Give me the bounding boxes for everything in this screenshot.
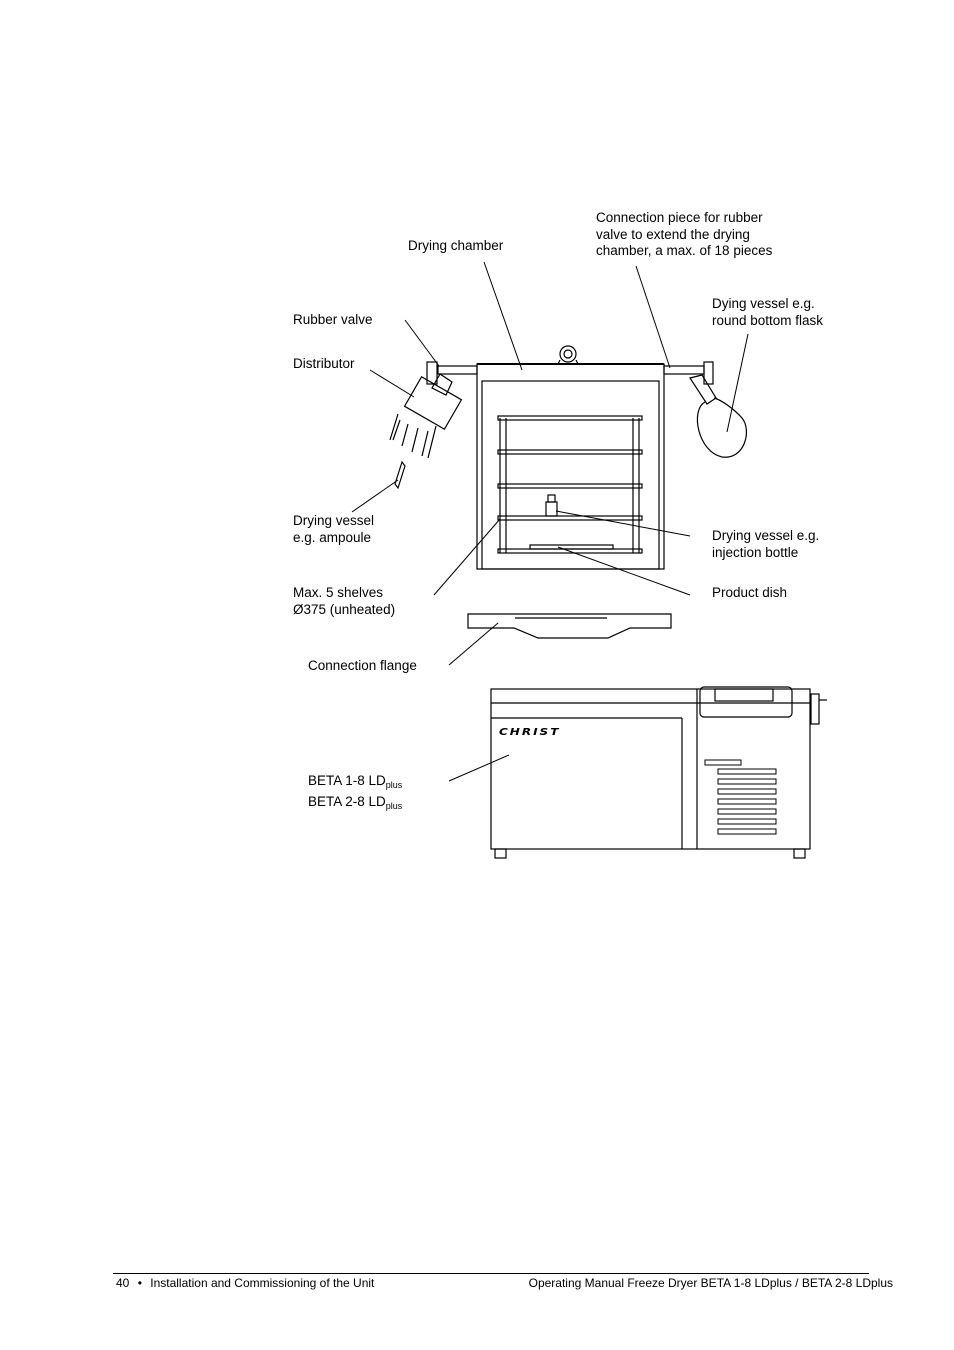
label-drying-vessel-ampoule: Drying vessel e.g. ampoule bbox=[293, 513, 374, 546]
label-connection-piece-line-2: valve to extend the drying bbox=[596, 226, 750, 242]
label-drying-vessel-ampoule-line-2: e.g. ampoule bbox=[293, 529, 372, 545]
connection-flange bbox=[467, 613, 672, 639]
label-dying-vessel-flask-line-1: Dying vessel e.g. bbox=[712, 296, 815, 311]
label-connection-piece: Connection piece for rubber valve to ext… bbox=[596, 210, 772, 260]
shelf-rack bbox=[497, 415, 643, 554]
label-beta-model-2: BETA 2-8 LDplus bbox=[308, 793, 403, 811]
footer-left: 40 • Installation and Commissioning of t… bbox=[116, 1276, 374, 1290]
label-distributor: Distributor bbox=[293, 356, 355, 371]
connection-pieces bbox=[426, 361, 714, 385]
label-max-shelves-line-1: Max. 5 shelves bbox=[293, 585, 384, 600]
label-dying-vessel-flask: Dying vessel e.g. round bottom flask bbox=[712, 296, 823, 329]
label-beta-models: BETA 1-8 LDplus BETA 2-8 LDplus bbox=[308, 773, 402, 814]
leader-lines bbox=[351, 261, 749, 782]
round-bottom-flask bbox=[689, 374, 747, 458]
distributor bbox=[389, 373, 463, 490]
label-drying-vessel-bottle-line-2: injection bottle bbox=[712, 544, 799, 560]
label-max-shelves: Max. 5 shelves Ø375 (unheated) bbox=[293, 585, 395, 618]
label-connection-piece-line-3: chamber, a max. of 18 pieces bbox=[596, 243, 773, 258]
label-drying-vessel-bottle: Drying vessel e.g. injection bottle bbox=[712, 528, 819, 561]
christ-logo: CHRIST bbox=[499, 726, 561, 738]
label-beta-model-1: BETA 1-8 LDplus bbox=[308, 773, 403, 790]
footer-manual-title: Operating Manual Freeze Dryer BETA 1-8 L… bbox=[528, 1276, 893, 1290]
label-product-dish: Product dish bbox=[712, 585, 788, 600]
label-max-shelves-line-2: Ø375 (unheated) bbox=[293, 601, 396, 617]
footer-bullet: • bbox=[137, 1276, 142, 1290]
footer-section: Installation and Commissioning of the Un… bbox=[150, 1276, 375, 1290]
label-drying-chamber: Drying chamber bbox=[408, 238, 504, 253]
label-connection-flange: Connection flange bbox=[308, 658, 417, 673]
label-drying-vessel-ampoule-line-1: Drying vessel bbox=[293, 513, 375, 528]
drying-chamber bbox=[476, 345, 665, 570]
page-number: 40 bbox=[116, 1276, 130, 1290]
label-rubber-valve: Rubber valve bbox=[293, 312, 373, 327]
beta-base-unit bbox=[490, 686, 827, 859]
label-drying-vessel-bottle-line-1: Drying vessel e.g. bbox=[712, 528, 820, 543]
label-connection-piece-line-1: Connection piece for rubber bbox=[596, 210, 763, 225]
label-dying-vessel-flask-line-2: round bottom flask bbox=[712, 312, 824, 328]
footer-rule bbox=[113, 1273, 869, 1274]
